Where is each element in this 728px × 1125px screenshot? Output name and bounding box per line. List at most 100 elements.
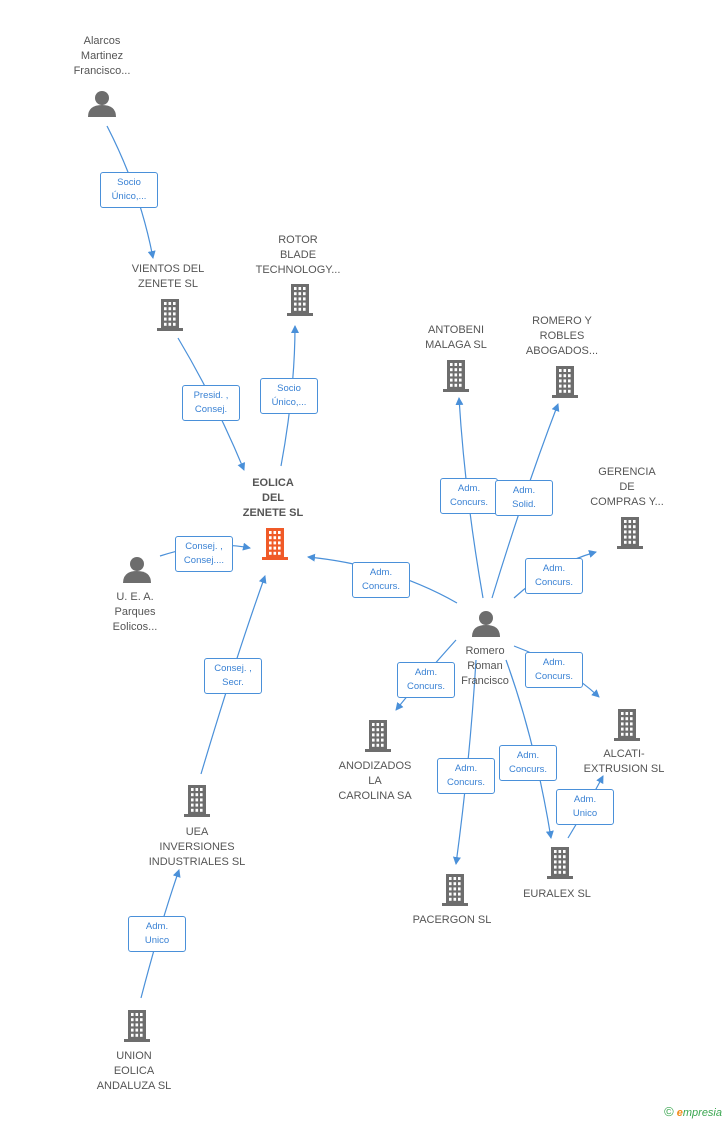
edge-label-romero-to-anodizados[interactable]: Adm.Concurs. (397, 662, 455, 698)
edge-label-line: Adm. (542, 563, 566, 574)
node-label-line: COMPRAS Y... (590, 496, 664, 508)
edge-label-line: Concurs. (508, 764, 547, 775)
node-label-alcati[interactable]: ALCATI- EXTRUSION SL (549, 747, 699, 777)
edge-label-romero-to-euralex[interactable]: Adm. Concurs. (499, 745, 557, 781)
person-icon-alarcos[interactable] (88, 91, 116, 117)
node-label-line: Francisco... (73, 65, 131, 77)
node-label-line: LA (368, 775, 382, 787)
building-icon-rotor[interactable] (287, 284, 313, 316)
node-label-line: Alarcos (83, 35, 121, 47)
footer: ©empresia (664, 1104, 722, 1119)
building-icon-vientos[interactable] (157, 299, 183, 331)
building-icon-eolica[interactable] (262, 528, 288, 560)
edge-label-romero-to-gerencia[interactable]: Adm.Concurs. (525, 558, 583, 594)
person-icon-uea_parques[interactable] (123, 557, 151, 583)
edge-label-romero-to-pacergon[interactable]: Adm.Concurs. (437, 758, 495, 794)
edge-label-line: Consej. (194, 404, 228, 415)
node-label-line: ZENETE SL (242, 507, 304, 519)
node-label-line: EOLICA (113, 1065, 155, 1077)
edge-label-line: Adm. (512, 485, 536, 496)
edge-label-romero-to-eolica[interactable]: Adm.Concurs. (352, 562, 410, 598)
node-label-line: Parques (114, 606, 156, 618)
edge-label-romero-to-antobeni[interactable]: Adm. Concurs. (440, 478, 498, 514)
node-label-line: Romero (465, 645, 505, 657)
edge-label-vientos-to-eolica[interactable]: Presid. , Consej. (182, 385, 240, 421)
edge-label-line: Único,... (111, 191, 147, 202)
person-icon-romero[interactable] (472, 611, 500, 637)
node-label-line: VIENTOS DEL (131, 263, 205, 275)
edge-label-line: Concurs. (449, 497, 488, 508)
edge-label-line: Solid. (512, 499, 536, 510)
node-label-line: MALAGA SL (425, 339, 487, 351)
node-label-line: ABOGADOS... (525, 345, 599, 357)
edge-label-line: Adm. (542, 657, 566, 668)
edge-label-line: Adm. (454, 763, 478, 774)
node-label-line: U. E. A. (116, 591, 154, 603)
brand-initial: e (676, 1107, 683, 1119)
node-label-line: EURALEX SL (523, 888, 591, 900)
building-icon-antobeni[interactable] (443, 360, 469, 392)
building-icon-euralex[interactable] (547, 847, 573, 879)
edge-label-line: Adm. (145, 921, 169, 932)
edge-label-line: Consej.... (183, 555, 225, 566)
node-label-line: CAROLINA SA (338, 790, 412, 802)
edge-label-line: Socio (277, 383, 301, 394)
edge-label-romero-to-romero_robles[interactable]: Adm. Solid. (495, 480, 553, 516)
node-label-line: ROBLES (539, 330, 585, 342)
node-label-pacergon[interactable]: PACERGON SL (377, 913, 527, 928)
node-label-line: EOLICA (252, 477, 294, 489)
building-icon-anodizados[interactable] (365, 720, 391, 752)
node-label-line: UNION (116, 1050, 152, 1062)
edge-label-line: Adm. (573, 794, 597, 805)
node-label-line: UEA (185, 826, 209, 838)
edge-label-euralex-to-alcati[interactable]: Adm. Unico (556, 789, 614, 825)
node-label-line: ROMERO Y (532, 315, 592, 327)
node-label-line: INDUSTRIALES SL (148, 856, 246, 868)
building-icon-union[interactable] (124, 1010, 150, 1042)
edge-label-line: Unico (572, 808, 598, 819)
node-label-line: EXTRUSION SL (583, 763, 665, 775)
building-icon-alcati[interactable] (614, 709, 640, 741)
copyright-symbol: © (664, 1104, 674, 1119)
edge-label-line: Adm. (457, 483, 481, 494)
building-icon-gerencia[interactable] (617, 517, 643, 549)
building-icon-pacergon[interactable] (442, 874, 468, 906)
edge-label-union-to-uea_inv[interactable]: Adm.Unico (128, 916, 186, 952)
node-label-line: Francisco (461, 675, 509, 687)
edge-label-line: Consej. , (185, 541, 223, 552)
edge-label-line: Único,... (271, 397, 307, 408)
edge-label-uea_inv-to-eolica[interactable]: Consej. ,Secr. (204, 658, 262, 694)
brand-name: mpresia (682, 1107, 722, 1119)
edge-label-line: Secr. (222, 677, 244, 688)
edge-romero-to-euralex (505, 659, 554, 839)
building-icon-romero_robles[interactable] (552, 366, 578, 398)
node-label-romero_robles[interactable]: ROMERO Y ROBLES ABOGADOS... (487, 314, 637, 359)
node-label-line: BLADE (279, 249, 317, 261)
node-label-line: Martinez (80, 50, 124, 62)
edge-label-line: Adm. (414, 667, 438, 678)
node-label-line: TECHNOLOGY... (255, 264, 341, 276)
node-label-line: GERENCIA (598, 466, 656, 478)
edge-label-romero-to-alcati[interactable]: Adm.Concurs. (525, 652, 583, 688)
node-label-euralex[interactable]: EURALEX SL (482, 887, 632, 902)
building-icon-uea_inv[interactable] (184, 785, 210, 817)
edge-label-line: Adm. (516, 750, 540, 761)
edge-label-line: Presid. , (193, 390, 229, 401)
edge-label-line: Adm. (369, 567, 393, 578)
node-label-line: ALCATI- (603, 748, 645, 760)
edge-label-uea_parques-to-eolica[interactable]: Consej. , Consej.... (175, 536, 233, 572)
node-label-line: PACERGON SL (412, 914, 492, 926)
